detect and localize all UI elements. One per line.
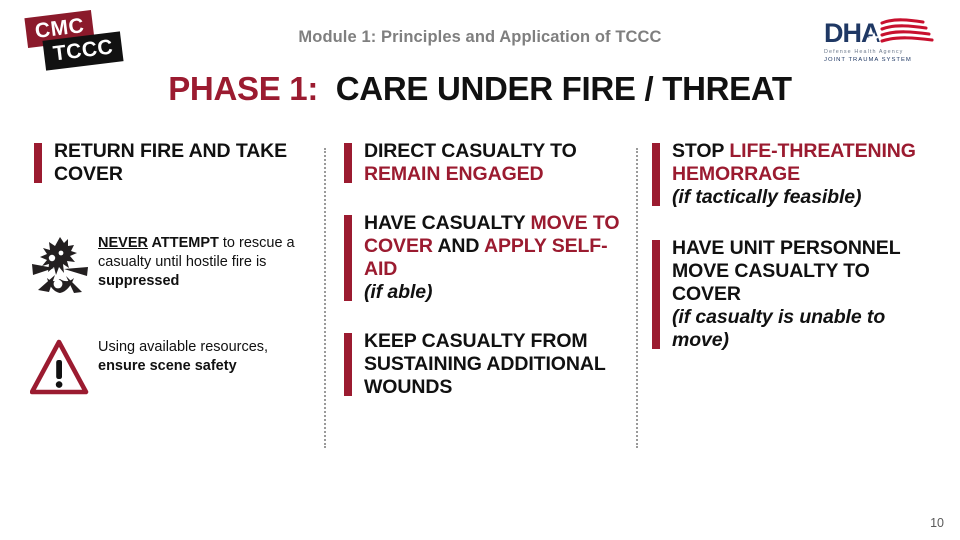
- block-have-casualty-move-to-cover: HAVE CASUALTY MOVE TO COVER AND APPLY SE…: [340, 212, 635, 304]
- column-1: RETURN FIRE AND TAKE COVER: [30, 140, 305, 400]
- dha-program-line: JOINT TRAUMA SYSTEM: [824, 57, 912, 63]
- star-glyph: [868, 32, 880, 44]
- caption-segment-body: Using available resources,: [98, 339, 269, 355]
- headline-segment-black: HAVE UNIT PERSONNEL MOVE CASUALTY TO COV…: [672, 237, 901, 305]
- column-divider-1: [324, 148, 326, 448]
- block-headline: HAVE CASUALTY MOVE TO COVER AND APPLY SE…: [364, 212, 635, 304]
- phase-name-text: CARE UNDER FIRE / THREAT: [335, 70, 792, 107]
- block-headline: KEEP CASUALTY FROM SUSTAINING ADDITIONAL…: [364, 330, 635, 399]
- icon-row-caption: Using available resources, ensure scene …: [98, 338, 305, 376]
- block-stop-life-threatening-hemorrage: STOP LIFE-THREATENING HEMORRAGE(if tacti…: [648, 140, 938, 209]
- column-3: STOP LIFE-THREATENING HEMORRAGE(if tacti…: [648, 140, 938, 370]
- block-return-fire-and-take-cover: RETURN FIRE AND TAKE COVER: [30, 140, 305, 186]
- headline-segment-black: HAVE CASUALTY: [364, 212, 531, 234]
- block-have-unit-personnel-move-casualty: HAVE UNIT PERSONNEL MOVE CASUALTY TO COV…: [648, 237, 938, 352]
- headline-segment-black-2: AND: [437, 235, 484, 257]
- explosion-blast-icon: [30, 234, 90, 296]
- dha-agency-line: Defense Health Agency: [824, 49, 903, 55]
- headline-segment-black: DIRECT CASUALTY TO: [364, 140, 577, 162]
- block-direct-casualty-to-remain-engaged: DIRECT CASUALTY TO REMAIN ENGAGED: [340, 140, 635, 186]
- headline-segment-red: REMAIN ENGAGED: [364, 163, 544, 185]
- headline-segment-red: LIFE-THREATENING HEMORRAGE: [672, 140, 916, 185]
- block-headline: RETURN FIRE AND TAKE COVER: [54, 140, 305, 186]
- dha-logo: DHA Defense Health Agency JOINT TRAUMA S…: [822, 14, 942, 64]
- headline-segment-black: STOP: [672, 140, 730, 162]
- headline-segment-red: MOVE TO COVER: [364, 212, 620, 257]
- cmc-tccc-logo: CMC TCCC: [22, 10, 142, 72]
- block-headline: STOP LIFE-THREATENING HEMORRAGE(if tacti…: [672, 140, 938, 209]
- headline-segment-note: (if tactically feasible): [672, 186, 862, 208]
- caption-segment-attempt: ATTEMPT: [147, 235, 219, 251]
- block-headline: HAVE UNIT PERSONNEL MOVE CASUALTY TO COV…: [672, 237, 938, 352]
- icon-row-ensure-scene-safety: Using available resources, ensure scene …: [30, 338, 305, 400]
- headline-segment-red-2: APPLY SELF-AID: [364, 235, 608, 280]
- page-number: 10: [930, 516, 944, 530]
- column-2: DIRECT CASUALTY TO REMAIN ENGAGED HAVE C…: [340, 140, 635, 417]
- content-columns: RETURN FIRE AND TAKE COVER: [0, 140, 960, 500]
- caption-segment-ensure: ensure scene safety: [98, 358, 237, 375]
- block-keep-casualty-from-additional-wounds: KEEP CASUALTY FROM SUSTAINING ADDITIONAL…: [340, 330, 635, 399]
- column-divider-2: [636, 148, 638, 448]
- svg-text:DHA: DHA: [824, 18, 880, 48]
- page-title: PHASE 1: CARE UNDER FIRE / THREAT: [0, 70, 960, 108]
- icon-row-never-attempt-rescue: NEVER ATTEMPT to rescue a casualty until…: [30, 234, 305, 296]
- headline-segment-note: (if able): [364, 281, 433, 303]
- phase-label: PHASE 1:: [168, 70, 319, 107]
- headline-segment-black: KEEP CASUALTY FROM SUSTAINING ADDITIONAL…: [364, 330, 606, 398]
- caption-segment-body: to rescue a casualty until hostile fire …: [98, 235, 295, 271]
- phase-name: [327, 70, 336, 107]
- icon-row-caption: NEVER ATTEMPT to rescue a casualty until…: [98, 234, 305, 291]
- block-headline: DIRECT CASUALTY TO REMAIN ENGAGED: [364, 140, 635, 186]
- headline-segment: RETURN FIRE AND TAKE COVER: [54, 140, 288, 185]
- module-title: Module 1: Principles and Application of …: [298, 28, 662, 46]
- warning-triangle-icon: [30, 338, 90, 400]
- caption-segment-never: NEVER: [98, 235, 148, 251]
- headline-segment-note: (if casualty is unable to move): [672, 306, 886, 351]
- caption-segment-suppressed: suppressed: [98, 273, 180, 290]
